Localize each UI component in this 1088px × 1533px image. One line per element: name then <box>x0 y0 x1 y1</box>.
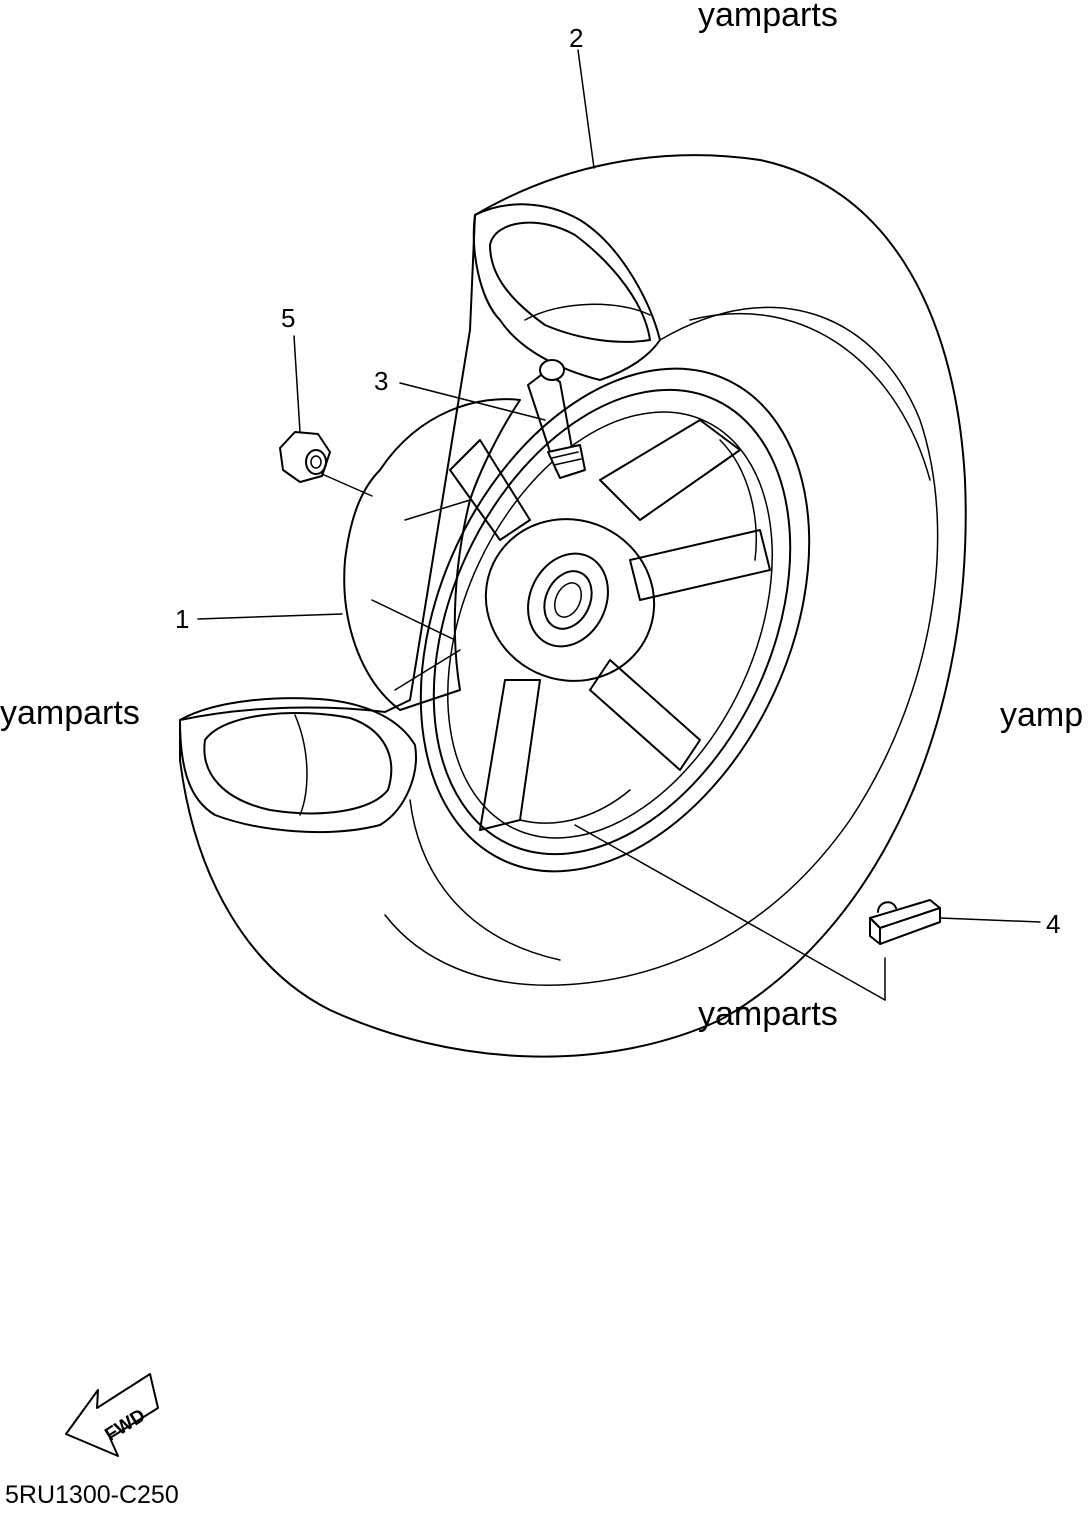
leader-lines <box>197 49 1041 1001</box>
valve <box>527 359 586 479</box>
watermark-bottom: yamparts <box>698 995 838 1033</box>
watermark-left: yamparts <box>0 694 140 732</box>
callout-valve: 3 <box>374 366 388 396</box>
fwd-arrow-icon: FWD <box>65 1373 159 1457</box>
callout-wheel: 1 <box>175 604 189 634</box>
callout-balance-weight: 4 <box>1046 909 1060 939</box>
wheel <box>343 367 811 873</box>
callout-tire: 2 <box>569 23 583 53</box>
watermark-right: yamp <box>1000 696 1083 734</box>
diagram-code: 5RU1300-C250 <box>5 1481 179 1509</box>
callout-nut: 5 <box>281 303 295 333</box>
nut <box>279 431 331 483</box>
balance-weight <box>869 899 941 945</box>
watermark-top: yamparts <box>698 0 838 34</box>
tire <box>179 154 967 1058</box>
